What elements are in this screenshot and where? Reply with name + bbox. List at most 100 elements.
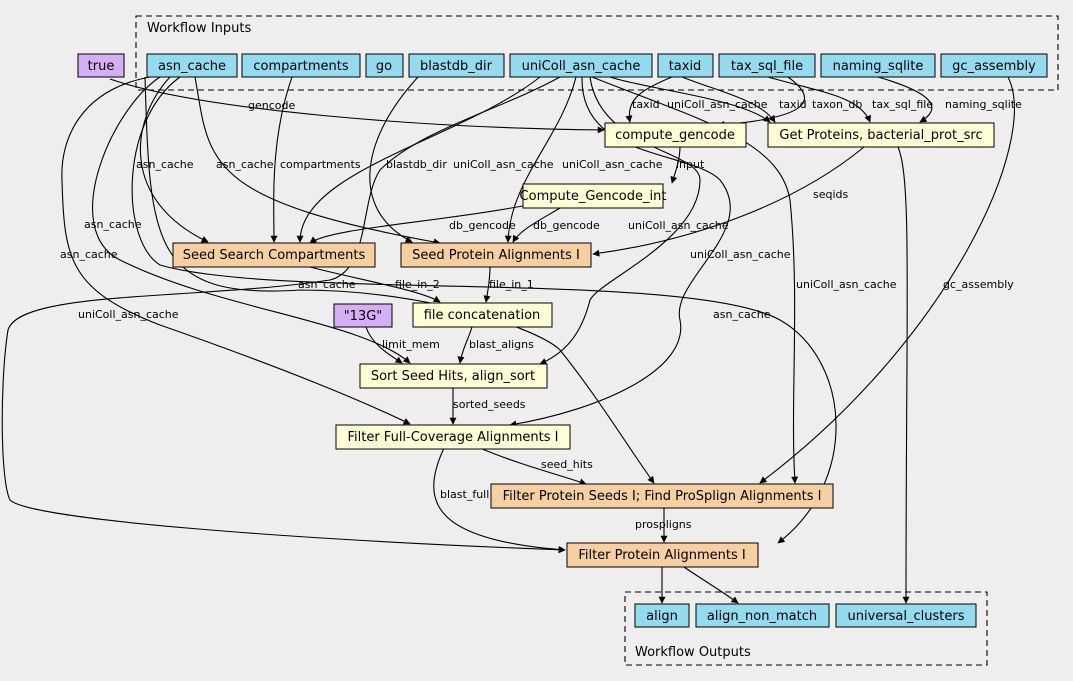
edge-label-asn-cache-fpa: asn_cache <box>713 308 771 321</box>
step-seed-protein-alignments[interactable]: Seed Protein Alignments I <box>400 242 592 268</box>
step-compute-gencode[interactable]: compute_gencode <box>604 122 747 148</box>
edge-label-file-in-1: file_in_1 <box>489 278 534 291</box>
edge-gencode <box>109 78 605 134</box>
step-filter-full-coverage[interactable]: Filter Full-Coverage Alignments I <box>335 424 571 450</box>
edge-unicoll-spa <box>504 76 577 243</box>
step-filter-protein-seeds[interactable]: Filter Protein Seeds I; Find ProSplign A… <box>490 483 834 509</box>
edge-label-db-gencode-ssc: db_gencode <box>449 219 516 232</box>
edge-naming-sqlite <box>877 76 933 123</box>
edge-label-unicoll-ssc: uniColl_asn_cache <box>453 158 554 171</box>
edge-asn-cache-fpa <box>131 76 837 544</box>
edge-seqids <box>592 146 865 257</box>
node-label-seed-protein-alignments: Seed Protein Alignments I <box>412 248 580 263</box>
edge-label-seqids: seqids <box>813 188 849 201</box>
input-asn-cache[interactable]: asn_cache <box>146 53 238 78</box>
node-label-tax-sql-file: tax_sql_file <box>731 59 803 74</box>
edge-label-file-in-2: file_in_2 <box>395 278 440 291</box>
edge-label-unicoll-fps: uniColl_asn_cache <box>796 278 897 291</box>
edge-label-unicoll-spa: uniColl_asn_cache <box>562 158 663 171</box>
edge-seed-hits <box>479 447 587 486</box>
edge-compartments <box>270 76 293 243</box>
node-label-align-non-match: align_non_match <box>707 609 817 624</box>
edge-asn-cache-ffc <box>61 76 411 425</box>
node-label-true: true <box>88 59 115 74</box>
node-label-go: go <box>376 59 392 74</box>
edge-gc-assembly <box>759 76 1015 484</box>
edge-tax-sql-file <box>767 76 871 123</box>
edge-universal-clusters <box>897 146 910 604</box>
input-gc-assembly[interactable]: gc_assembly <box>940 53 1048 78</box>
edge-label-asn-cache-fps: asn_cache <box>298 278 356 291</box>
edge-label-asn-cache-ffc: asn_cache <box>60 248 118 261</box>
edge-label-seed-hits: seed_hits <box>541 458 593 471</box>
input-go[interactable]: go <box>365 53 404 78</box>
edge-asn-cache-spa <box>194 76 441 246</box>
node-label-compartments: compartments <box>253 59 348 74</box>
node-label-file-concatenation: file concatenation <box>424 308 541 323</box>
edge-align-non-match <box>683 566 739 604</box>
edge-label-gc-assembly: gc_assembly <box>943 278 1014 291</box>
edge-asn-cache-fps <box>144 76 655 484</box>
node-label-sort-seed-hits: Sort Seed Hits, align_sort <box>371 369 535 384</box>
edge-label-unicoll-ffc: uniColl_asn_cache <box>690 248 791 261</box>
node-label-get-proteins: Get Proteins, bacterial_prot_src <box>779 128 982 143</box>
edge-label-gencode: gencode <box>248 99 295 112</box>
edge-label-limit-mem: limit_mem <box>382 338 440 351</box>
edge-label-blast-aligns: blast_aligns <box>469 338 534 351</box>
node-true-constant[interactable]: true <box>77 53 125 78</box>
edge-limit-mem <box>365 326 403 364</box>
input-blastdb-dir[interactable]: blastdb_dir <box>408 53 505 78</box>
edge-file-in-1 <box>483 266 491 303</box>
step-compute-gencode-int[interactable]: Compute_Gencode_int <box>520 183 667 209</box>
input-naming-sqlite[interactable]: naming_sqlite <box>820 53 936 78</box>
edge-unicoll-fps <box>591 76 799 484</box>
step-sort-seed-hits[interactable]: Sort Seed Hits, align_sort <box>359 363 548 389</box>
edge-blast-full <box>433 447 566 554</box>
edge-db-gencode-ssc <box>309 204 529 244</box>
input-compartments[interactable]: compartments <box>241 53 361 78</box>
node-label-universal-clusters: universal_clusters <box>848 609 965 624</box>
node-label-taxid: taxid <box>669 59 702 74</box>
node-label-align: align <box>646 609 678 624</box>
step-get-proteins[interactable]: Get Proteins, bacterial_prot_src <box>767 122 995 148</box>
node-label-unicoll-asn-cache: uniColl_asn_cache <box>522 59 641 74</box>
node-label-asn-cache: asn_cache <box>158 59 226 74</box>
step-file-concatenation[interactable]: file concatenation <box>412 302 553 328</box>
step-seed-search-compartments[interactable]: Seed Search Compartments <box>172 242 376 268</box>
edge-label-prospligns: prospligns <box>635 518 692 531</box>
node-label-compute-gencode: compute_gencode <box>615 128 735 143</box>
input-taxid[interactable]: taxid <box>657 53 714 78</box>
input-unicoll-asn-cache[interactable]: uniColl_asn_cache <box>509 53 653 78</box>
edge-label-unicoll-sort: uniColl_asn_cache <box>628 219 729 232</box>
node-label-seed-search-compartments: Seed Search Compartments <box>183 248 366 263</box>
edge-unicoll-ssc <box>296 76 541 243</box>
node-label-13g: "13G" <box>344 309 383 324</box>
edge-asn-cache-ssc <box>139 76 209 243</box>
workflow-inputs-label: Workflow Inputs <box>147 21 251 36</box>
edge-label-sorted-seeds: sorted_seeds <box>453 398 526 411</box>
constant-13g[interactable]: "13G" <box>333 303 393 328</box>
edge-db-gencode-spa <box>512 207 561 243</box>
edge-blastdb-dir <box>369 76 419 243</box>
edge-file-in-2 <box>309 266 441 303</box>
output-align-non-match[interactable]: align_non_match <box>695 603 830 628</box>
edge-asn-cache-sort <box>92 76 411 364</box>
node-label-filter-protein-alignments: Filter Protein Alignments I <box>578 548 745 563</box>
input-tax-sql-file[interactable]: tax_sql_file <box>718 53 816 78</box>
workflow-outputs-cluster: Workflow Outputs <box>624 591 988 666</box>
edges: gencode taxid uniColl_asn_cache taxid ta… <box>1 76 1022 604</box>
edge-label-unicoll-gp: uniColl_asn_cache <box>667 98 768 111</box>
edge-taxid-get-proteins <box>681 76 776 123</box>
edge-label-unicoll-fpa: uniColl_asn_cache <box>78 308 179 321</box>
edge-unicoll-get-proteins <box>609 76 771 123</box>
edge-unicoll-fpa <box>1 76 566 554</box>
output-align[interactable]: align <box>634 603 690 628</box>
step-filter-protein-alignments[interactable]: Filter Protein Alignments I <box>566 542 759 568</box>
edge-label-taxid-cg: taxid <box>632 98 660 111</box>
edge-label-naming-sqlite: naming_sqlite <box>945 98 1022 111</box>
output-universal-clusters[interactable]: universal_clusters <box>835 603 977 628</box>
node-label-filter-full-coverage: Filter Full-Coverage Alignments I <box>347 430 558 445</box>
edge-unicoll-ffc <box>509 76 731 428</box>
node-label-naming-sqlite: naming_sqlite <box>833 59 924 74</box>
